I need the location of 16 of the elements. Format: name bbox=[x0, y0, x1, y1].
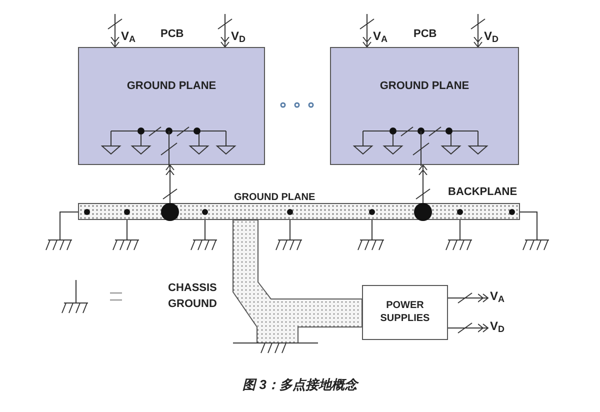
power-supplies-box bbox=[362, 285, 448, 340]
backplane-label: BACKPLANE bbox=[448, 185, 518, 200]
edge-label: V$_{D}$ bbox=[231, 30, 246, 42]
ground-plane-label: GROUND PLANE bbox=[378, 79, 470, 94]
ground-plane-label: GROUND PLANE bbox=[126, 79, 218, 94]
edge-label: V$_{A}$ bbox=[121, 30, 136, 42]
pcb-label: PCB bbox=[414, 27, 437, 42]
figure-caption: 图 3：多点接地概念 bbox=[242, 376, 360, 394]
edge-label: V$_{D}$ bbox=[484, 30, 499, 42]
edge-label: V$_{A}$ bbox=[373, 30, 388, 42]
edge-label: V$_{A}$ bbox=[490, 290, 505, 302]
power-supplies-label: POWER SUPPLIES bbox=[379, 300, 431, 325]
pcb-label: PCB bbox=[160, 27, 184, 42]
edge-label: V$_{D}$ bbox=[490, 320, 505, 332]
legend-label: CHASSIS GROUND bbox=[168, 281, 218, 312]
ground-plane-label: GROUND PLANE bbox=[234, 191, 316, 205]
